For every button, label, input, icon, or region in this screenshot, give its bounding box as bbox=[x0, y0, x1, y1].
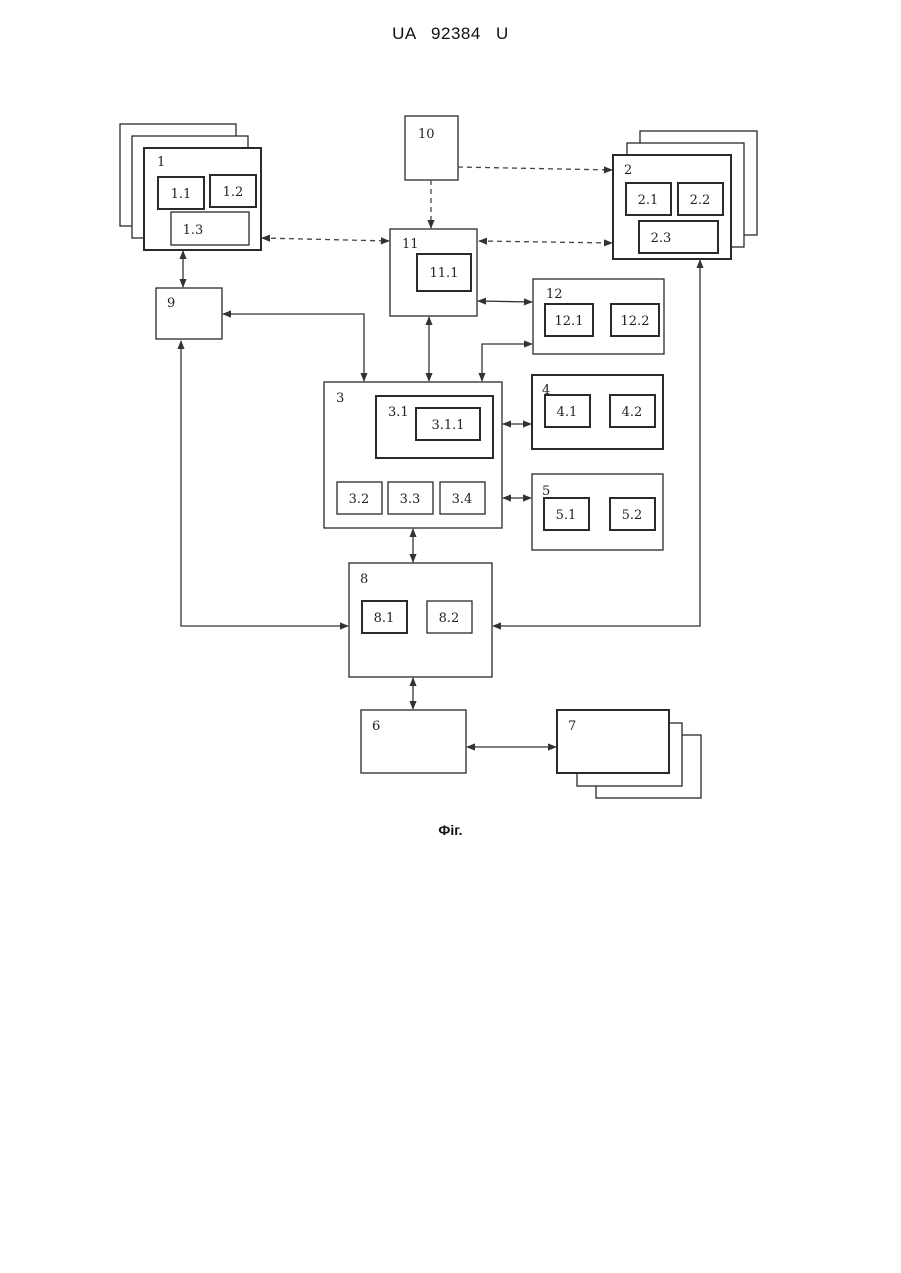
block-5-label: 5 bbox=[542, 484, 550, 499]
arrow-1-11 bbox=[262, 238, 389, 241]
arrow-11-12 bbox=[478, 301, 532, 302]
block-2-1-label: 2.1 bbox=[638, 193, 659, 208]
block-2: 2 2.1 2.2 2.3 bbox=[613, 131, 757, 259]
block-1-2-label: 1.2 bbox=[223, 185, 244, 200]
figure-caption: Фіг. bbox=[0, 822, 901, 838]
block-5-2-label: 5.2 bbox=[622, 508, 643, 523]
arrow-10-to-2 bbox=[458, 167, 612, 170]
block-12-1-label: 12.1 bbox=[555, 314, 584, 329]
block-10-label: 10 bbox=[418, 127, 435, 142]
block-12: 12 12.1 12.2 bbox=[533, 279, 664, 354]
block-3-label: 3 bbox=[336, 391, 344, 406]
block-3-3-label: 3.3 bbox=[400, 492, 421, 507]
block-9: 9 bbox=[156, 288, 222, 339]
block-3-1-label: 3.1 bbox=[388, 405, 409, 420]
block-5: 5 5.1 5.2 bbox=[532, 474, 663, 550]
block-7: 7 bbox=[557, 710, 701, 798]
block-10: 10 bbox=[405, 116, 458, 180]
block-2-3-label: 2.3 bbox=[651, 231, 672, 246]
block-3: 3 3.1 3.1.1 3.2 3.3 3.4 bbox=[324, 382, 502, 528]
block-2-label: 2 bbox=[624, 163, 632, 178]
block-3-1-1-label: 3.1.1 bbox=[431, 418, 464, 433]
block-4-2-label: 4.2 bbox=[622, 405, 643, 420]
block-6: 6 bbox=[361, 710, 466, 773]
block-11-1-label: 11.1 bbox=[430, 266, 459, 281]
block-12-2-label: 12.2 bbox=[621, 314, 650, 329]
arrow-12-3 bbox=[482, 344, 532, 381]
arrow-9-3 bbox=[223, 314, 364, 381]
block-8-1-label: 8.1 bbox=[374, 611, 395, 626]
block-2-2-label: 2.2 bbox=[690, 193, 711, 208]
block-8-2-label: 8.2 bbox=[439, 611, 460, 626]
block-9-label: 9 bbox=[167, 296, 175, 311]
block-4-1-label: 4.1 bbox=[557, 405, 578, 420]
block-11: 11 11.1 bbox=[390, 229, 477, 316]
block-8-label: 8 bbox=[360, 572, 368, 587]
arrow-11-2 bbox=[479, 241, 612, 243]
block-11-label: 11 bbox=[402, 237, 419, 252]
block-7-label: 7 bbox=[568, 719, 576, 734]
block-3-4-label: 3.4 bbox=[452, 492, 473, 507]
block-1-label: 1 bbox=[157, 155, 165, 170]
block-8: 8 8.1 8.2 bbox=[349, 563, 492, 677]
block-6-label: 6 bbox=[372, 719, 380, 734]
block-1-3-label: 1.3 bbox=[183, 223, 204, 238]
block-1: 1 1.1 1.2 1.3 bbox=[120, 124, 261, 250]
block-1-1-label: 1.1 bbox=[171, 187, 192, 202]
block-12-label: 12 bbox=[546, 287, 563, 302]
arrow-9-8 bbox=[181, 341, 348, 626]
block-3-2-label: 3.2 bbox=[349, 492, 370, 507]
block-4: 4 4.1 4.2 bbox=[532, 375, 663, 449]
block-5-1-label: 5.1 bbox=[556, 508, 577, 523]
